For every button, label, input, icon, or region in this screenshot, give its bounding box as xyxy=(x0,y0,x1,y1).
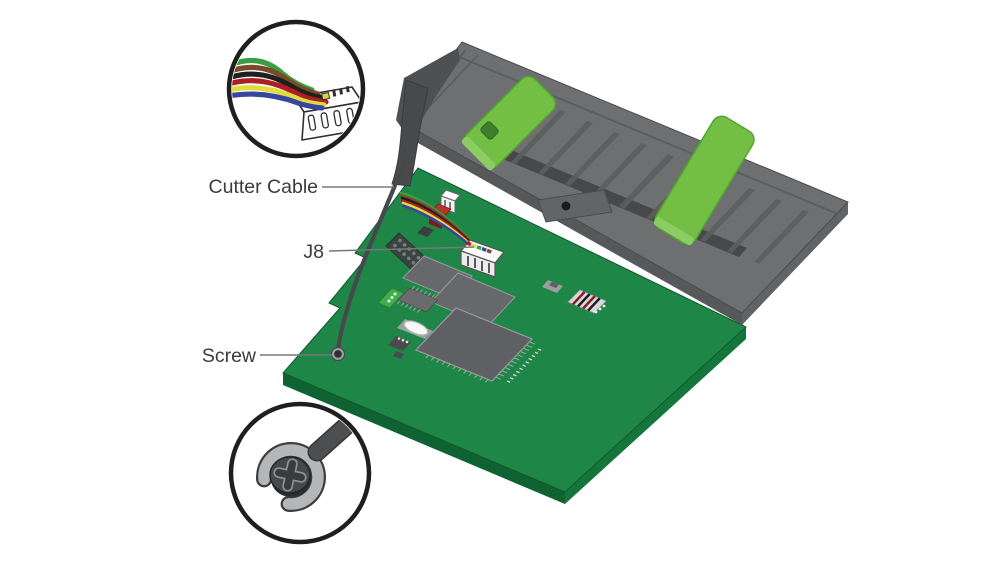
label-screw: Screw xyxy=(202,345,257,367)
ground-screw xyxy=(331,347,345,361)
cutter-assembly xyxy=(399,41,849,325)
screw-head-icon xyxy=(269,456,311,497)
soic-chip xyxy=(396,285,439,313)
cutter-cable-group xyxy=(331,48,506,361)
label-cutter-cable: Cutter Cable xyxy=(209,176,318,198)
connector-pin-details xyxy=(321,85,350,101)
j8-wire-tips xyxy=(466,241,492,254)
ground-wire xyxy=(335,157,408,353)
cutter-ridge-line xyxy=(451,53,839,215)
label-j8: J8 xyxy=(303,241,324,263)
qfp-pins xyxy=(425,341,536,383)
callout-connector-detail xyxy=(226,19,366,159)
main-processor-chip xyxy=(414,307,542,383)
release-latch-left xyxy=(461,75,557,171)
small-green-connector xyxy=(377,287,405,309)
release-latch-right xyxy=(653,115,755,246)
cutter-right-lip xyxy=(742,202,848,325)
cutter-cable-ribbon xyxy=(391,79,429,187)
leader-j8 xyxy=(328,246,475,252)
mounting-hole xyxy=(561,201,571,211)
phillips-cross-icon xyxy=(273,458,307,492)
latch-hole xyxy=(480,121,499,140)
harness-wires xyxy=(399,191,478,253)
striped-component xyxy=(567,289,607,314)
cutter-mounting-tab xyxy=(537,189,613,223)
smd-component xyxy=(542,280,563,293)
pcb-silkscreen-marks xyxy=(506,348,542,383)
annotations: Cutter Cable J8 Screw xyxy=(202,176,475,367)
transistor-component xyxy=(388,336,411,359)
pcb-edge-front-left xyxy=(283,373,565,504)
cutter-front-lip xyxy=(402,122,742,325)
crystal-oscillator xyxy=(397,319,433,339)
callout-screw-detail xyxy=(228,401,372,545)
pcb-edge-front-right xyxy=(565,327,746,504)
harness-wires-detail xyxy=(232,57,329,111)
small-dark-component xyxy=(417,226,434,237)
